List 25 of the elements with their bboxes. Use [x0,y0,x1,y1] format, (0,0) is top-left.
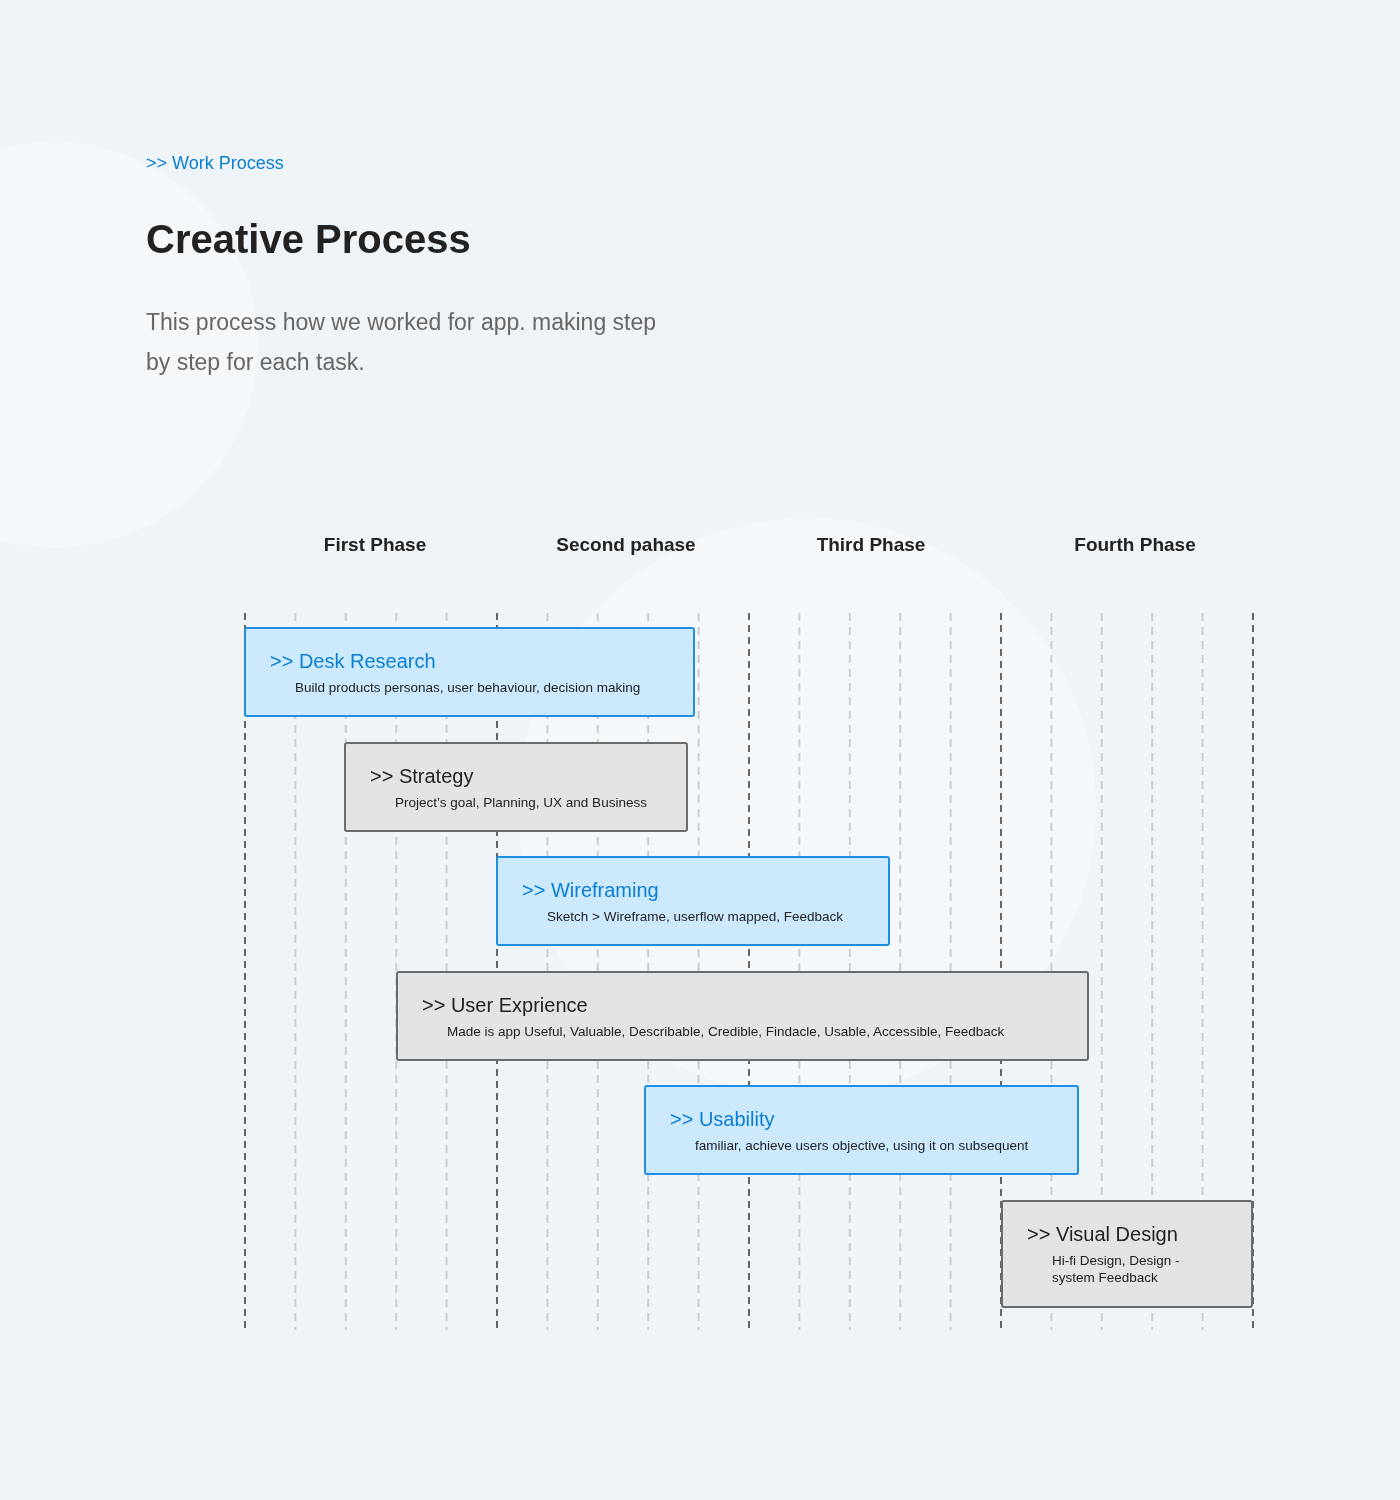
task-box [396,971,1089,1061]
task-title: >> Wireframing [522,878,660,902]
task-description: Hi-fi Design, Design - system Feedback [1052,1252,1181,1286]
phase-heading: Second pahase [556,533,696,557]
task-description: Build products personas, user behaviour, decision making [295,679,642,696]
task-box [344,742,688,832]
task-box [496,856,890,946]
task-box [244,627,695,717]
phase-heading: First Phase [323,533,427,557]
task-description: Sketch > Wireframe, userflow mapped, Feedback [547,908,844,925]
task-description: familiar, achieve users objective, using it on subsequent [695,1137,1030,1154]
task-title: >> User Exprience [422,993,589,1017]
task-box [1001,1200,1253,1308]
task-box [644,1085,1079,1175]
task-description: Made is app Useful, Valuable, Describable, Credible, Findacle, Usable, Accessible, Feedback [447,1023,1006,1040]
section-tag: >> Work Process [146,150,284,177]
phase-heading: Fourth Phase [1074,533,1196,557]
task-title: >> Usability [670,1107,776,1131]
phase-heading: Third Phase [816,533,926,557]
task-title: >> Desk Research [270,649,437,673]
task-title: >> Strategy [370,764,475,788]
task-title: >> Visual Design [1027,1222,1179,1246]
task-description: Project’s goal, Planning, UX and Business [395,794,648,811]
intro-paragraph: This process how we worked for app. making step by step for each task. [146,308,658,377]
page-title: Creative Process [146,216,471,263]
